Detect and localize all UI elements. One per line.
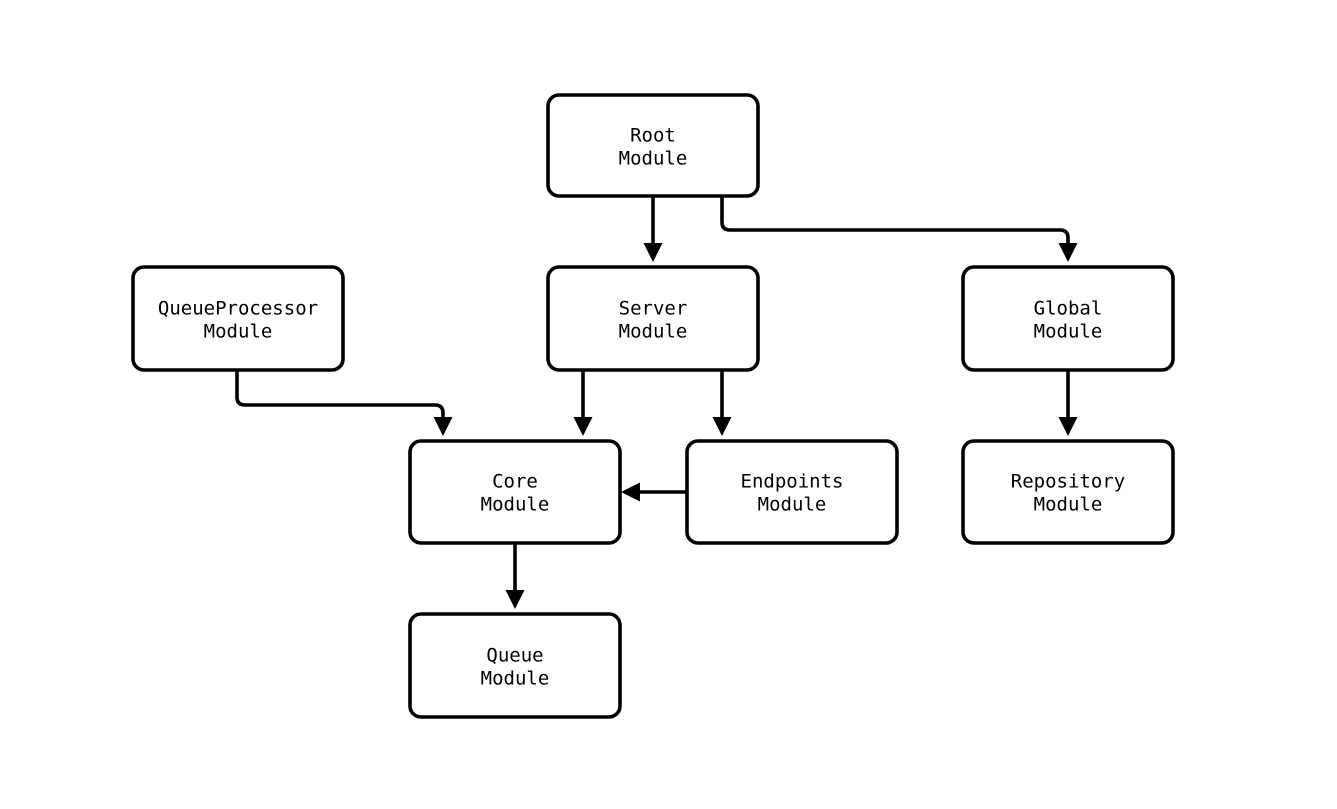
node-endpoints-module-box[interactable]	[685, 439, 899, 545]
node-global-module-label-line1: Global	[1034, 298, 1103, 320]
edge-root-server	[643, 196, 663, 262]
node-repository-module-label-line1: Repository	[1011, 471, 1125, 493]
node-queueprocessor-module[interactable]: QueueProcessor Module	[131, 265, 345, 372]
node-core-module-label-line1: Core	[492, 471, 538, 493]
node-core-module[interactable]: Core Module	[408, 439, 622, 545]
node-core-module-label-line2: Module	[481, 494, 550, 516]
node-global-module-box[interactable]	[961, 265, 1175, 372]
edge-server-core	[573, 370, 593, 436]
edge-layer	[235, 196, 1078, 609]
node-server-module-box[interactable]	[546, 265, 760, 372]
edge-server-endpoints	[712, 370, 732, 436]
node-root-module-box[interactable]	[546, 93, 760, 198]
node-root-module-label-line2: Module	[619, 148, 688, 170]
node-endpoints-module-label-line2: Module	[758, 494, 827, 516]
node-server-module[interactable]: Server Module	[546, 265, 760, 372]
edge-endpoints-core	[621, 482, 687, 502]
node-layer: Root Module QueueProcessor Module Server…	[131, 93, 1175, 719]
node-root-module-label-line1: Root	[630, 125, 676, 147]
node-endpoints-module[interactable]: Endpoints Module	[685, 439, 899, 545]
node-repository-module-box[interactable]	[961, 439, 1175, 545]
node-repository-module[interactable]: Repository Module	[961, 439, 1175, 545]
node-global-module[interactable]: Global Module	[961, 265, 1175, 372]
node-queueprocessor-module-label-line1: QueueProcessor	[158, 298, 318, 320]
node-endpoints-module-label-line1: Endpoints	[741, 471, 844, 493]
node-queueprocessor-module-box[interactable]	[131, 265, 345, 372]
node-global-module-label-line2: Module	[1034, 321, 1103, 343]
node-core-module-box[interactable]	[408, 439, 622, 545]
node-queue-module[interactable]: Queue Module	[408, 612, 622, 719]
node-queue-module-box[interactable]	[408, 612, 622, 719]
node-queueprocessor-module-label-line2: Module	[204, 321, 273, 343]
node-server-module-label-line2: Module	[619, 321, 688, 343]
node-root-module[interactable]: Root Module	[546, 93, 760, 198]
node-queue-module-label-line2: Module	[481, 668, 550, 690]
edge-global-repository	[1058, 370, 1078, 436]
edge-core-queue	[505, 543, 525, 609]
edge-root-global	[720, 196, 1078, 262]
edge-queueprocessor-core	[235, 370, 453, 436]
node-server-module-label-line1: Server	[619, 298, 688, 320]
node-queue-module-label-line1: Queue	[486, 645, 543, 667]
node-repository-module-label-line2: Module	[1034, 494, 1103, 516]
